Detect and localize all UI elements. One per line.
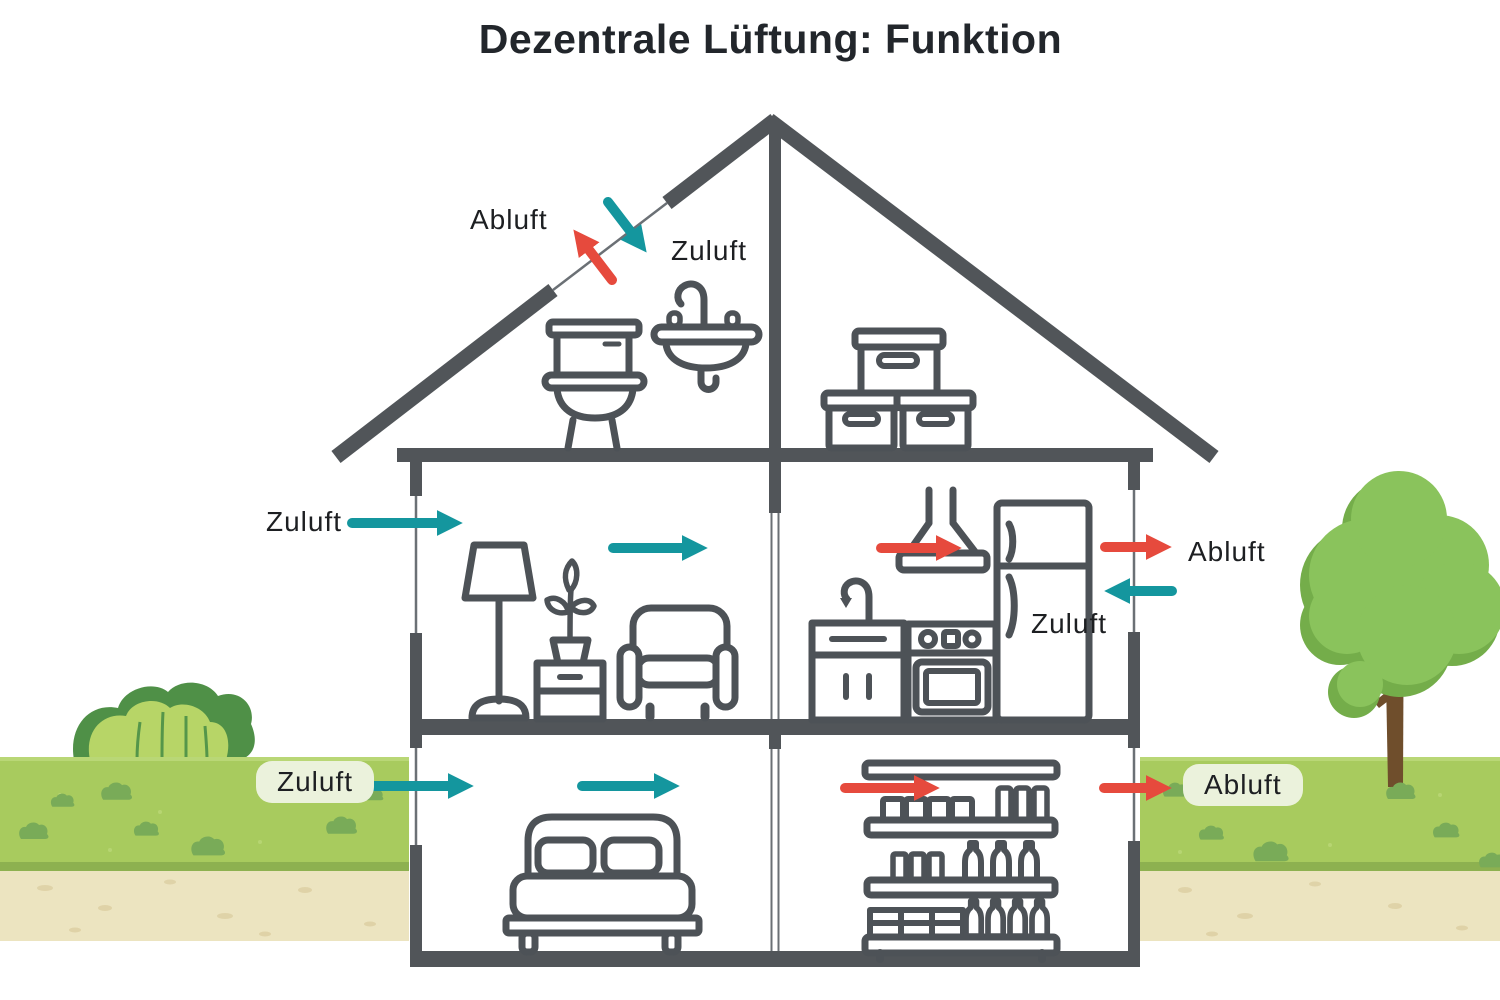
bed-icon bbox=[502, 813, 703, 956]
landscape bbox=[0, 471, 1500, 941]
bush-icon bbox=[73, 682, 255, 761]
label-pantry-abluft-pill: Abluft bbox=[1183, 764, 1303, 806]
side-cabinet-icon bbox=[533, 659, 607, 723]
label-kitchen-zuluft: Zuluft bbox=[1031, 608, 1108, 639]
label-living-zuluft: Zuluft bbox=[266, 506, 343, 537]
label-kitchen-abluft: Abluft bbox=[1188, 536, 1266, 567]
sink-icon bbox=[650, 280, 763, 393]
roof bbox=[331, 114, 1219, 463]
armchair-icon bbox=[616, 604, 739, 722]
stove-icon bbox=[904, 620, 1000, 724]
toilet-icon bbox=[541, 318, 648, 452]
storage-boxes-icon bbox=[820, 327, 977, 452]
supply-air-arrows bbox=[347, 197, 1177, 799]
roof-vent bbox=[552, 202, 668, 291]
range-hood-icon bbox=[895, 486, 991, 574]
page-title: Dezentrale Lüftung: Funktion bbox=[478, 16, 1063, 62]
fridge-icon bbox=[993, 499, 1093, 724]
tree-icon bbox=[1300, 471, 1500, 787]
center-wall bbox=[769, 122, 781, 749]
floor-lamp-icon bbox=[461, 541, 537, 722]
label-attic-abluft: Abluft bbox=[470, 204, 548, 235]
label-bedroom-zuluft-pill: Zuluft bbox=[256, 761, 375, 803]
kitchen-sink-icon bbox=[808, 577, 908, 724]
attic-supply-arrow bbox=[603, 197, 647, 253]
label-attic-zuluft: Zuluft bbox=[671, 235, 748, 266]
plant-icon bbox=[544, 558, 597, 667]
center-wall-vents bbox=[770, 513, 780, 951]
exhaust-air-arrows bbox=[573, 229, 1172, 801]
pantry-shelf-icon bbox=[861, 759, 1061, 963]
attic-exhaust-arrow bbox=[573, 229, 617, 285]
sand bbox=[0, 871, 1500, 941]
